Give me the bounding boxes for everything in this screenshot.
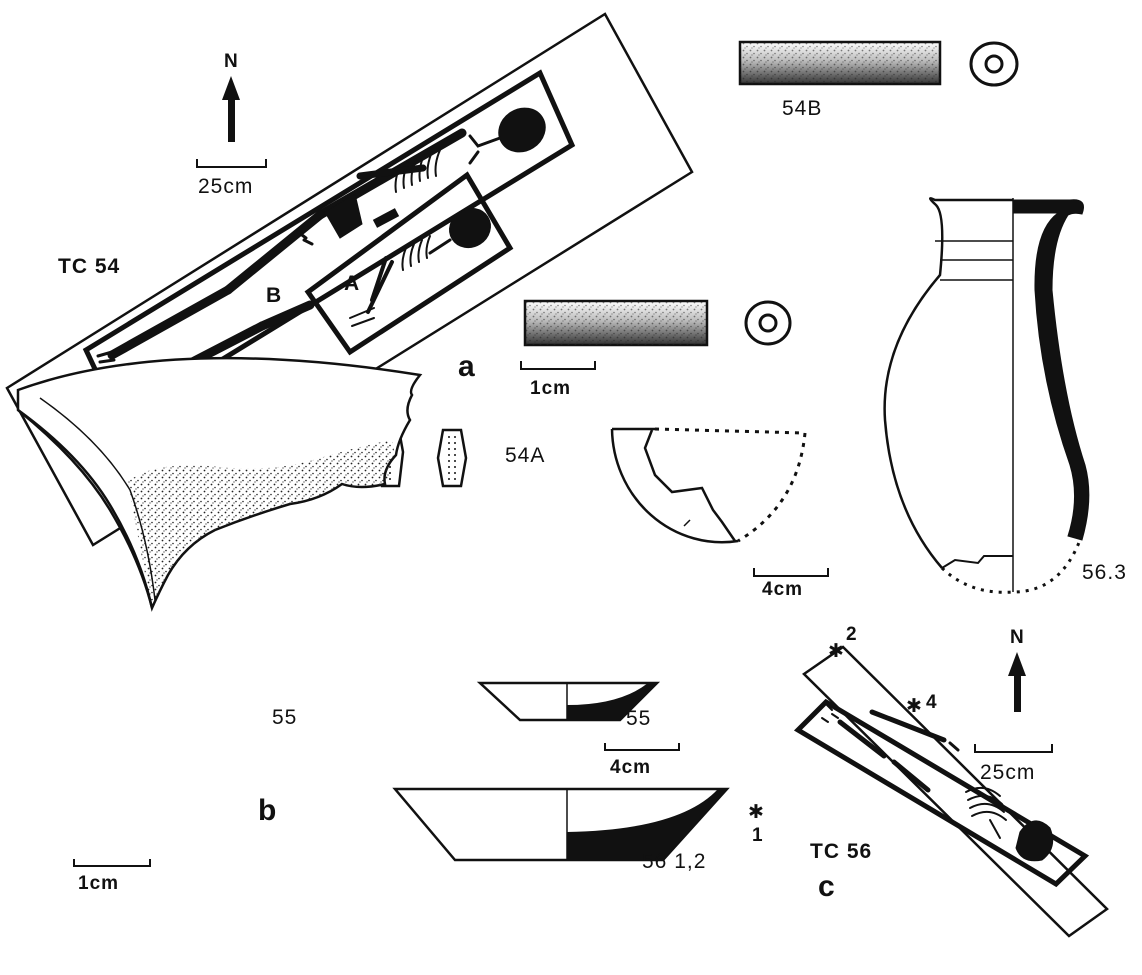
tc56-tomb-plan <box>793 645 1109 938</box>
panel-label-b: b <box>258 794 277 827</box>
scale-label-4cm-b: 4cm <box>610 757 652 778</box>
tc54-grave-a-outline <box>304 171 514 356</box>
bowl-fragment-drawing <box>610 427 807 544</box>
scale-bar-1cm-a <box>520 361 596 370</box>
bead-54b-drawing <box>738 40 1019 87</box>
skeleton-tc56 <box>821 703 1054 862</box>
marker-label-1: 1 <box>752 825 763 846</box>
scale-label-1cm-b: 1cm <box>78 873 120 894</box>
item-label-54a: 54A <box>505 444 546 467</box>
scale-label-25cm-tc56: 25cm <box>980 761 1036 784</box>
item-label-56-3: 56.3 <box>1082 561 1127 584</box>
north-arrow-tc56 <box>1008 652 1026 712</box>
north-label-tc56: N <box>1010 627 1024 648</box>
tomb-label-tc54: TC 54 <box>58 255 121 278</box>
tc54-pit-outline <box>5 12 694 547</box>
scale-label-4cm-a: 4cm <box>762 579 804 600</box>
tomb-label-tc56: TC 56 <box>810 840 873 863</box>
item-label-55-sherd: 55 <box>272 706 298 729</box>
bowl-55-drawing <box>476 681 661 722</box>
north-label-tc54: N <box>224 51 238 72</box>
north-arrow-tc54 <box>222 76 240 142</box>
skeleton-a <box>349 207 491 327</box>
jar-56-3-drawing <box>883 197 1090 594</box>
scale-bar-4cm-a <box>753 568 829 577</box>
scale-label-25cm-tc54: 25cm <box>198 175 254 198</box>
scale-bar-25cm-tc56 <box>974 744 1053 753</box>
panel-label-a: a <box>458 350 475 383</box>
asterisk-2: ✱ <box>828 641 844 662</box>
scale-bar-1cm-b <box>73 859 151 867</box>
tc56-pit-outline <box>802 645 1109 938</box>
scale-bar-4cm-b <box>604 743 680 751</box>
scale-bar-25cm-tc54 <box>196 159 267 168</box>
marker-label-2: 2 <box>846 624 857 645</box>
burial-label-a: A <box>344 272 361 295</box>
bead-cylinder-drawing <box>523 299 792 347</box>
asterisk-4: ✱ <box>906 696 922 717</box>
bowl-56-drawing <box>392 787 730 862</box>
asterisk-1: ✱ <box>748 802 764 823</box>
item-label-54b: 54B <box>782 97 823 120</box>
panel-label-c: c <box>818 870 835 903</box>
burial-label-b: B <box>266 284 283 307</box>
marker-label-4: 4 <box>926 692 937 713</box>
scale-label-1cm-a: 1cm <box>530 378 572 399</box>
tc56-grave-outline <box>793 698 1090 888</box>
item-label-55-bowl: 55 <box>626 707 652 730</box>
sherd-55-drawing <box>16 356 423 612</box>
item-label-56-12: 56 1,2 <box>642 850 707 873</box>
